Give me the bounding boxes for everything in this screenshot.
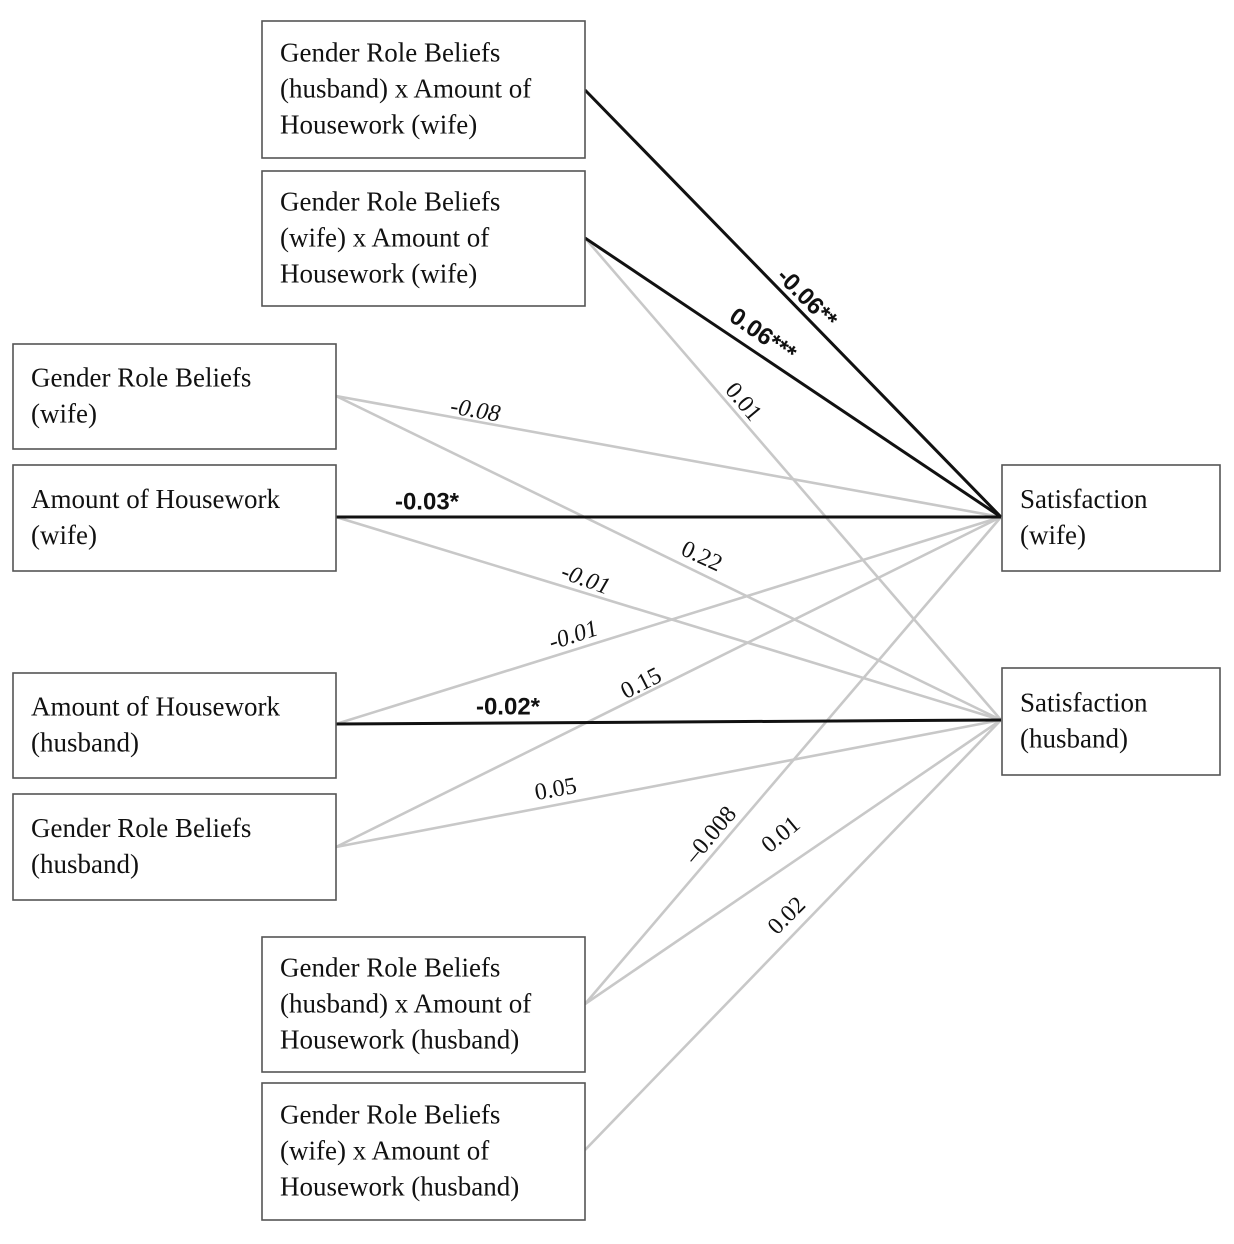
variable-box-sat_w: Satisfaction (wife) <box>1001 464 1221 572</box>
variable-box-text-line: Satisfaction <box>1020 687 1148 717</box>
variable-box-text-line: (husband) x Amount of <box>280 988 531 1018</box>
path-gr_w-to-sat_w <box>335 394 1002 519</box>
path-gr_h_x_hw_w-to-sat_w <box>583 88 1003 519</box>
coefficient-label-gr_w_x_hw_w-to-sat_h: 0.01 <box>720 378 767 427</box>
nodes-layer: Gender Role Beliefs (husband) x Amount of… <box>12 20 1221 1221</box>
variable-box-text-line: Amount of Housework <box>31 484 280 514</box>
path-hw_h-to-sat_h <box>335 718 1002 726</box>
variable-box-gr_h_x_hw_w: Gender Role Beliefs (husband) x Amount of… <box>261 20 586 159</box>
coefficient-label-gr_h_x_hw_w-to-sat_w: -0.06** <box>771 263 842 334</box>
variable-box-text-line: Gender Role Beliefs <box>280 1099 500 1129</box>
variable-box-gr_w_x_hw_h: Gender Role Beliefs (wife) x Amount of Hou… <box>261 1082 586 1221</box>
variable-box-border <box>261 170 586 307</box>
coefficient-label-gr_h-to-sat_w: 0.15 <box>617 663 666 705</box>
variable-box-gr_h: Gender Role Beliefs (husband) <box>12 793 337 901</box>
variable-box-border <box>1001 464 1221 572</box>
variable-box-text-line: Housework (wife) <box>280 258 477 288</box>
coefficient-label-gr_w-to-sat_w: -0.08 <box>448 393 502 427</box>
variable-box-text-line: (wife) <box>31 520 97 550</box>
coefficient-label-gr_h_x_hw_h-to-sat_h: 0.01 <box>757 811 806 858</box>
path-gr_h_x_hw_h-to-sat_w <box>584 516 1002 1005</box>
edges-layer <box>335 88 1003 1151</box>
variable-box-text-line: (wife) <box>1020 520 1086 550</box>
variable-box-border <box>12 793 337 901</box>
variable-box-hw_h: Amount of Housework (husband) <box>12 672 337 779</box>
path-gr_w_x_hw_w-to-sat_w <box>584 236 1002 519</box>
variable-box-border <box>12 343 337 450</box>
variable-box-border <box>261 936 586 1073</box>
path-hw_w-to-sat_h <box>335 515 1002 722</box>
variable-box-text-line: (husband) x Amount of <box>280 73 531 103</box>
variable-box-text-line: Gender Role Beliefs <box>280 952 500 982</box>
variable-box-border <box>1001 667 1221 776</box>
path-gr_w_x_hw_h-to-sat_h <box>584 719 1002 1151</box>
variable-box-border <box>12 464 337 572</box>
variable-box-border <box>261 20 586 159</box>
variable-box-text-line: Housework (wife) <box>280 109 477 139</box>
variable-box-text-line: (husband) <box>1020 723 1128 753</box>
variable-box-text-line: Gender Role Beliefs <box>280 37 500 67</box>
variable-box-text-line: Housework (husband) <box>280 1024 519 1054</box>
variable-box-gr_h_x_hw_h: Gender Role Beliefs (husband) x Amount of… <box>261 936 586 1073</box>
variable-box-sat_h: Satisfaction (husband) <box>1001 667 1221 776</box>
variable-box-text-line: (husband) <box>31 727 139 757</box>
variable-box-text-line: Gender Role Beliefs <box>280 186 500 216</box>
variable-box-gr_w_x_hw_w: Gender Role Beliefs (wife) x Amount of Hou… <box>261 170 586 307</box>
variable-box-text-line: Gender Role Beliefs <box>31 813 251 843</box>
path-gr_h-to-sat_w <box>335 515 1002 849</box>
coefficient-label-hw_w-to-sat_w: -0.03* <box>395 488 460 515</box>
variable-box-text-line: Satisfaction <box>1020 484 1148 514</box>
variable-box-border <box>12 672 337 779</box>
variable-box-hw_w: Amount of Housework (wife) <box>12 464 337 572</box>
path-gr_h-to-sat_h <box>335 718 1002 849</box>
variable-box-text-line: (husband) <box>31 849 139 879</box>
variable-box-text-line: (wife) x Amount of <box>280 1135 489 1165</box>
coefficient-label-hw_h-to-sat_h: -0.02* <box>476 693 541 720</box>
variable-box-text-line: Amount of Housework <box>31 691 280 721</box>
variable-box-gr_w: Gender Role Beliefs (wife) <box>12 343 337 450</box>
path-hw_h-to-sat_w <box>335 515 1002 726</box>
variable-box-text-line: (wife) <box>31 398 97 428</box>
path-gr_w-to-sat_h <box>335 394 1002 722</box>
variable-box-border <box>261 1082 586 1221</box>
variable-box-text-line: Gender Role Beliefs <box>31 362 251 392</box>
path-gr_h_x_hw_h-to-sat_h <box>584 718 1002 1006</box>
variable-box-text-line: (wife) x Amount of <box>280 222 489 252</box>
coefficient-label-gr_w_x_hw_h-to-sat_h: 0.02 <box>763 892 811 940</box>
coefficient-label-gr_h_x_hw_h-to-sat_w: –0.008 <box>679 801 742 869</box>
coefficient-label-gr_w-to-sat_h: 0.22 <box>677 536 726 577</box>
variable-box-text-line: Housework (husband) <box>280 1171 519 1201</box>
